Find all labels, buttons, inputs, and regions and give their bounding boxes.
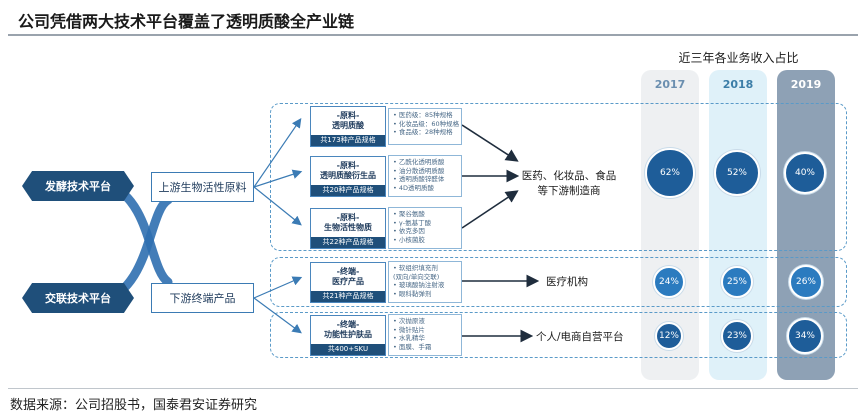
upstream-materials-box: 上游生物活性原料 — [151, 172, 254, 202]
downstream-products-box: 下游终端产品 — [151, 283, 254, 313]
subcategory-item: • 食品级：28种规格 — [393, 128, 453, 136]
data-source: 数据来源：公司招股书，国泰君安证券研究 — [10, 398, 258, 413]
dest-arrow — [461, 124, 519, 162]
subcategory-item: • 油分散透明质酸 — [393, 166, 445, 175]
share-circle-2019-medical: 26% — [789, 265, 823, 299]
share-circle-2019-manufacturers: 40% — [784, 152, 826, 194]
subcategory-item: • 医药级：85种规格 — [393, 111, 453, 119]
subcategory-item: • 乙酰化透明质酸 — [393, 158, 445, 166]
fermentation-platform: 发酵技术平台 — [22, 171, 134, 201]
title-divider — [8, 34, 858, 36]
destination-consumer: 个人/电商自营平台 — [536, 331, 624, 343]
subcategory-item: • 微针贴片 — [393, 325, 425, 334]
branch-line — [253, 118, 302, 188]
subcategory-list: • 次抛原液 • 微针贴片 • 水乳精华 • 面膜、手霜 — [388, 314, 462, 356]
subcategory-item: • 化妆品级：60种规格 — [393, 119, 460, 128]
category-line1: -原料- — [336, 161, 360, 170]
share-circle-2017-medical: 24% — [653, 266, 685, 298]
footer-divider — [8, 388, 858, 389]
year-label: 2018 — [722, 78, 754, 91]
subcategory-list: • 软组织填充剂 (双向/单向交联) • 玻璃酸钠注射液 • 眼科黏弹剂 — [388, 261, 462, 303]
category-tag: 共400+SKU — [311, 344, 385, 355]
crosslink-platform: 交联技术平台 — [22, 283, 134, 313]
share-circle-2018-consumer: 23% — [721, 320, 753, 352]
category-card: -原料-生物活性物质 共22种产品规格 — [310, 208, 386, 249]
category-card: -原料-透明质酸 共173种产品规格 — [310, 106, 386, 147]
category-line2: 医疗产品 — [332, 277, 364, 286]
page-title: 公司凭借两大技术平台覆盖了透明质酸全产业链 — [18, 12, 355, 31]
category-tag: 共173种产品规格 — [311, 135, 385, 146]
category-card: -终端-医疗产品 共21种产品规格 — [310, 262, 386, 303]
category-line1: -终端- — [336, 267, 360, 276]
year-label: 2017 — [654, 78, 686, 91]
subcategory-item: • 依克多因 — [393, 227, 425, 235]
category-line1: -终端- — [336, 320, 360, 329]
share-circle-2018-manufacturers: 52% — [714, 150, 760, 196]
destination-line: 等下游制造商 — [537, 185, 601, 197]
category-line2: 透明质酸 — [332, 121, 364, 130]
category-tag: 共21种产品规格 — [311, 291, 385, 302]
branch-line — [253, 276, 303, 299]
medical-group-box — [270, 257, 847, 307]
branch-line — [253, 297, 302, 334]
category-line2: 功能性护肤品 — [324, 330, 372, 339]
subcategory-list: • 医药级：85种规格 • 化妆品级：60种规格 • 食品级：28种规格 — [388, 108, 462, 145]
category-card: -原料-透明质酸衍生品 共20种产品规格 — [310, 156, 386, 197]
year-label: 2019 — [790, 78, 822, 91]
category-line2: 生物活性物质 — [324, 223, 372, 232]
subcategory-item: • 次抛原液 — [393, 317, 425, 325]
subcategory-item: • 水乳精华 — [393, 334, 425, 342]
upstream-group-box — [270, 103, 847, 251]
subcategory-item: • 透明质酸锌醛体 — [393, 175, 445, 183]
share-circle-2017-consumer: 12% — [655, 322, 683, 350]
share-circle-2018-medical: 25% — [721, 266, 753, 298]
share-circle-2019-consumer: 34% — [787, 318, 823, 354]
branch-line — [253, 186, 302, 226]
subcategory-item: (双向/单向交联) — [393, 272, 440, 281]
subcategory-item: • γ-氨基丁酸 — [393, 218, 432, 227]
subcategory-item: • 小核菌胶 — [393, 235, 425, 244]
subcategory-item: • 聚谷氨酸 — [393, 210, 425, 218]
dest-arrow — [461, 190, 519, 229]
category-line1: -原料- — [336, 213, 360, 222]
consumer-group-box — [270, 312, 847, 358]
category-tag: 共20种产品规格 — [311, 185, 385, 196]
category-line1: -原料- — [336, 111, 360, 120]
category-card: -终端-功能性护肤品 共400+SKU — [310, 315, 386, 356]
subcategory-item: • 软组织填充剂 — [393, 264, 438, 272]
category-line2: 透明质酸衍生品 — [320, 171, 376, 180]
subcategory-item: • 玻璃酸钠注射液 — [393, 281, 445, 289]
subcategory-item: • 眼科黏弹剂 — [393, 289, 432, 298]
category-tag: 共22种产品规格 — [311, 237, 385, 248]
branch-line — [253, 169, 303, 188]
subcategory-list: • 乙酰化透明质酸 • 油分散透明质酸 • 透明质酸锌醛体 • 4D透明质酸 — [388, 155, 462, 197]
subcategory-list: • 聚谷氨酸 • γ-氨基丁酸 • 依克多因 • 小核菌胶 — [388, 207, 462, 249]
destination-manufacturers: 医药、化妆品、食品 等下游制造商 — [514, 168, 624, 198]
destination-medical: 医疗机构 — [546, 276, 588, 288]
destination-line: 医药、化妆品、食品 — [521, 170, 617, 182]
subcategory-item: • 面膜、手霜 — [393, 342, 432, 351]
subcategory-item: • 4D透明质酸 — [393, 183, 435, 192]
revenue-share-heading: 近三年各业务收入占比 — [678, 51, 799, 65]
share-circle-2017-manufacturers: 62% — [645, 148, 695, 198]
